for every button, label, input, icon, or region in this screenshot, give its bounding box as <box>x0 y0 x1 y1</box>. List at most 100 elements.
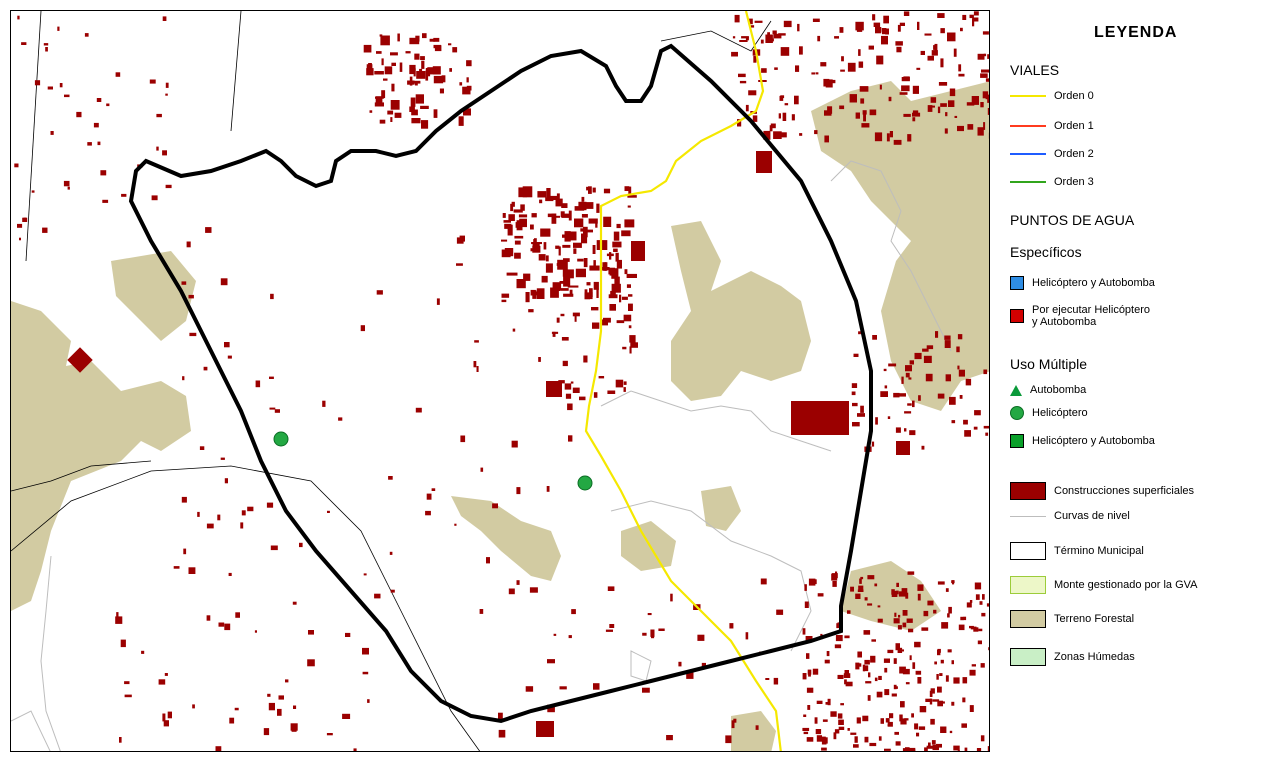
building <box>203 366 208 371</box>
building <box>384 66 393 75</box>
building <box>511 440 518 448</box>
building <box>425 510 431 516</box>
building <box>603 188 611 194</box>
building <box>630 342 638 348</box>
building <box>610 290 616 298</box>
water-point-pending-marker[interactable] <box>67 347 93 373</box>
building <box>607 390 616 394</box>
building <box>912 400 915 408</box>
building <box>935 331 939 338</box>
building <box>860 98 865 104</box>
building <box>899 22 905 26</box>
building <box>954 115 958 118</box>
building <box>508 588 515 595</box>
building <box>327 510 330 513</box>
building <box>929 698 933 705</box>
building <box>905 682 910 685</box>
building <box>965 378 972 386</box>
building <box>872 335 877 340</box>
building <box>729 623 734 629</box>
building <box>93 122 99 128</box>
building <box>277 708 282 716</box>
building <box>362 671 369 675</box>
building <box>57 26 60 31</box>
building <box>43 43 49 46</box>
building <box>987 54 989 59</box>
building <box>87 142 92 146</box>
building <box>506 272 518 276</box>
water-point-helicopter-marker-2[interactable] <box>577 475 593 491</box>
building <box>561 203 568 208</box>
building <box>441 75 446 83</box>
road-order-0[interactable] <box>584 11 782 752</box>
building <box>628 294 633 297</box>
building <box>905 747 910 751</box>
building <box>537 191 547 198</box>
building <box>901 588 908 594</box>
building <box>895 643 900 651</box>
building <box>459 235 465 242</box>
building <box>218 622 225 627</box>
municipal-boundary[interactable] <box>128 43 873 724</box>
building <box>556 317 560 323</box>
building <box>871 639 876 642</box>
building <box>476 366 479 372</box>
building <box>912 85 919 94</box>
legend-item-helicoptero-autobomba-multi: Helicóptero y Autobomba <box>1010 434 1155 448</box>
building <box>947 32 956 42</box>
building <box>814 717 818 724</box>
building <box>932 699 940 702</box>
water-point-helicopter-marker[interactable] <box>273 431 289 447</box>
building <box>121 193 127 197</box>
map-panel[interactable] <box>10 10 990 752</box>
building <box>466 60 472 67</box>
building <box>918 726 926 730</box>
building <box>405 51 411 54</box>
building <box>989 416 990 420</box>
building <box>869 109 877 116</box>
building <box>883 658 890 663</box>
building <box>980 735 985 742</box>
building <box>581 196 585 202</box>
building <box>414 53 420 60</box>
building <box>525 686 534 692</box>
building <box>820 62 827 67</box>
building <box>431 488 436 491</box>
building <box>181 496 187 503</box>
building <box>228 572 232 576</box>
building <box>416 71 426 79</box>
building <box>907 571 915 575</box>
building <box>937 686 942 693</box>
building <box>989 332 990 338</box>
building <box>853 353 859 357</box>
building <box>921 627 929 631</box>
building <box>397 33 400 42</box>
building <box>916 67 921 70</box>
building <box>972 17 979 22</box>
building <box>931 105 935 108</box>
building <box>944 128 948 134</box>
building <box>574 218 584 228</box>
building <box>884 385 888 389</box>
building <box>269 376 274 379</box>
wetland-swatch <box>1010 648 1046 666</box>
building <box>642 632 647 636</box>
building <box>409 64 416 75</box>
building <box>880 391 888 397</box>
building <box>821 747 827 751</box>
map-canvas[interactable] <box>11 11 990 752</box>
building <box>390 117 393 122</box>
legend-panel: LEYENDA VIALES Orden 0 Orden 1 Orden 2 O… <box>994 10 1284 752</box>
building <box>611 283 621 293</box>
building <box>750 25 755 28</box>
building <box>629 346 632 354</box>
building-footprints <box>14 11 990 751</box>
building <box>961 723 967 728</box>
building <box>533 239 536 243</box>
building <box>197 511 200 517</box>
building <box>803 714 807 717</box>
building <box>479 609 484 614</box>
building <box>957 750 960 751</box>
building <box>931 50 938 56</box>
building <box>613 231 620 241</box>
